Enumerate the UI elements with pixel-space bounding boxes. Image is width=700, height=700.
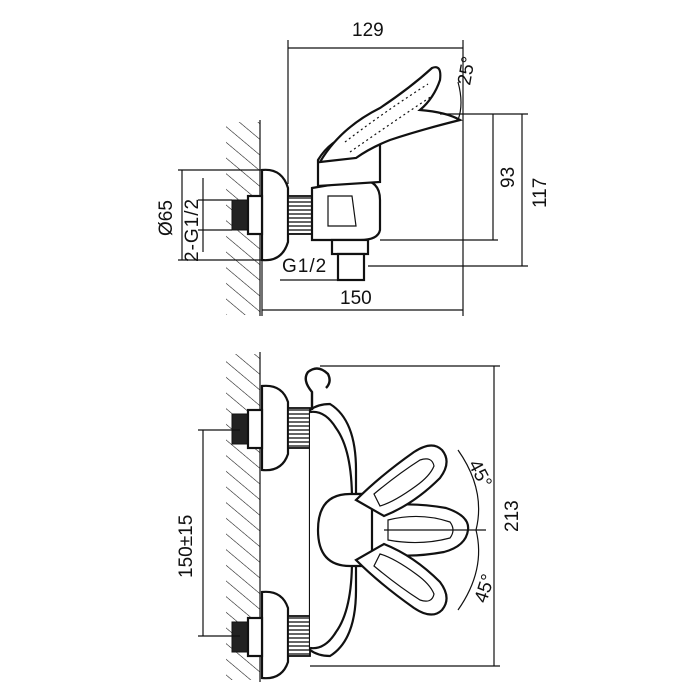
wall-flange-lower <box>260 590 290 680</box>
dim-width-bottom: 150 <box>340 288 372 309</box>
lever-handle-upper-45 <box>354 444 448 518</box>
wall-flange-upper <box>260 384 290 472</box>
side-view: 129 25° 93 117 Ø65 2-G1/2 G1/2 150 <box>156 20 551 316</box>
dim-width-top: 129 <box>352 20 384 41</box>
inlet-nut-upper <box>231 413 249 445</box>
dim-diameter: Ø65 <box>156 200 177 236</box>
wall-flange-side <box>260 168 290 262</box>
dim-height-117: 117 <box>530 178 551 208</box>
lever-handle-side <box>317 66 463 164</box>
dim-thread-outlet: G1/2 <box>282 256 327 277</box>
coupling-upper <box>287 407 311 449</box>
dim-angle-top: 25° <box>454 55 480 87</box>
inlet-nut-side <box>231 199 249 231</box>
dim-height-93: 93 <box>498 167 519 188</box>
outlet-connector-side <box>330 238 370 256</box>
dim-height-213: 213 <box>502 500 523 532</box>
dim-spacing: 150±15 <box>176 515 197 578</box>
dim-angle-upper: 45° <box>464 456 496 491</box>
shower-hook <box>304 367 331 410</box>
front-view: 150±15 45° 45° 213 <box>176 352 523 682</box>
coupling-lower <box>287 615 311 657</box>
dimension-lines-front <box>198 365 500 667</box>
dimension-lines-side <box>178 40 528 316</box>
mixer-body-side <box>310 178 382 242</box>
dim-thread-inlet: 2-G1/2 <box>182 198 203 262</box>
inlet-nut-lower <box>231 621 249 653</box>
coupling-side <box>287 195 313 235</box>
lever-handle-lower-45 <box>354 542 448 616</box>
